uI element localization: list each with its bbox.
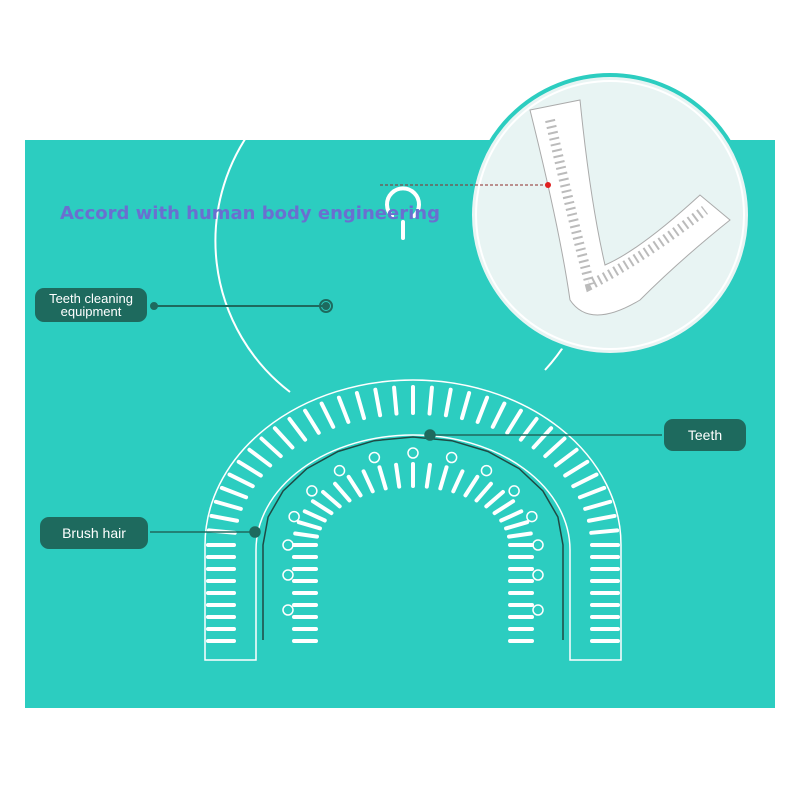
label-teeth: Teeth xyxy=(664,419,746,451)
bristle xyxy=(518,416,539,442)
u-shaped-brush-head xyxy=(204,379,622,661)
leader-equipment xyxy=(150,299,333,313)
bristle xyxy=(321,489,342,509)
bristle xyxy=(287,416,308,442)
tooth-marker xyxy=(532,604,544,616)
power-icon xyxy=(385,186,421,240)
label-brush-hair: Brush hair xyxy=(40,517,148,549)
inset-pointer-dot xyxy=(545,182,551,188)
tooth-marker xyxy=(526,510,538,523)
bristle xyxy=(346,474,363,498)
bristle xyxy=(227,472,255,489)
brush-base-outline xyxy=(204,379,622,661)
bristle xyxy=(209,513,240,523)
bristle xyxy=(392,385,399,416)
bristle xyxy=(293,531,319,539)
bristle xyxy=(302,509,327,523)
bristle xyxy=(475,395,490,424)
bristle xyxy=(438,465,449,491)
tooth-marker xyxy=(532,569,544,581)
bristle xyxy=(583,499,613,511)
tooth-marker xyxy=(288,510,300,523)
bristle xyxy=(451,469,465,494)
tooth-marker xyxy=(480,464,493,477)
bristle xyxy=(490,401,507,429)
bristle xyxy=(531,426,554,450)
tooth-marker xyxy=(508,485,520,497)
bristle xyxy=(424,462,432,489)
bristle xyxy=(474,481,493,503)
teeth-outline xyxy=(262,436,564,640)
bristle xyxy=(272,426,295,450)
bristle xyxy=(589,528,620,535)
bristle xyxy=(577,485,607,500)
headline: Accord with human body engineering xyxy=(60,203,440,224)
bristle xyxy=(499,509,524,523)
bristle xyxy=(213,499,243,511)
bristle xyxy=(571,472,599,489)
bristle xyxy=(219,485,249,500)
tooth-marker xyxy=(532,539,544,551)
bristle xyxy=(563,459,590,478)
bristle xyxy=(361,469,375,494)
leader-brush-hair xyxy=(150,526,261,538)
bristle xyxy=(586,513,617,523)
bristle xyxy=(427,385,434,416)
bristle xyxy=(492,499,516,516)
tooth-marker xyxy=(282,569,294,581)
bristle xyxy=(296,520,322,531)
bristle xyxy=(333,481,352,503)
bristle xyxy=(505,408,523,435)
bristle xyxy=(443,387,453,418)
bristle xyxy=(236,459,263,478)
bristle xyxy=(394,462,402,489)
tooth-marker xyxy=(368,451,381,464)
bristle xyxy=(336,395,351,424)
bristle xyxy=(463,474,480,498)
bristle xyxy=(247,447,273,468)
inset-zoom-circle xyxy=(468,73,752,357)
tooth-marker xyxy=(282,604,294,616)
bristle xyxy=(319,401,336,429)
tooth-marker xyxy=(306,485,318,497)
bristle xyxy=(543,436,567,459)
tooth-marker xyxy=(282,539,294,551)
bristle xyxy=(303,408,321,435)
bristle xyxy=(504,520,530,531)
bristle xyxy=(507,531,533,539)
bristle xyxy=(310,499,334,516)
bristle xyxy=(459,391,472,421)
bristle xyxy=(373,387,383,418)
leader-teeth xyxy=(424,429,662,441)
tooth-marker xyxy=(407,447,419,459)
bristle xyxy=(259,436,283,459)
bristle xyxy=(354,391,367,421)
bristle xyxy=(484,489,505,509)
label-teeth-cleaning-equipment: Teeth cleaning equipment xyxy=(35,288,147,322)
bristle xyxy=(553,447,579,468)
bristle xyxy=(377,465,388,491)
tooth-marker xyxy=(333,464,346,477)
tooth-marker xyxy=(445,451,458,464)
